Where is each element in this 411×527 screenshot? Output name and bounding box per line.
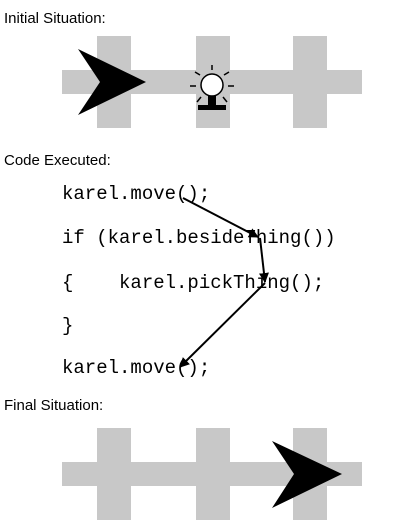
code-line: karel.move();: [62, 183, 211, 205]
avenue: [97, 428, 131, 520]
flow-arrow: [179, 282, 266, 368]
code-line: karel.move();: [62, 357, 211, 379]
code-line: }: [62, 315, 74, 337]
karel-robot-arrow-icon: [78, 49, 146, 115]
final-world: [62, 428, 362, 520]
code-line: { karel.pickThing();: [62, 272, 325, 294]
avenue: [196, 428, 230, 520]
avenue: [293, 36, 327, 128]
final-situation-heading: Final Situation:: [4, 397, 104, 414]
initial-world: [62, 36, 362, 128]
light-bulb-thing-icon: [190, 65, 234, 110]
initial-situation-heading: Initial Situation:: [4, 10, 106, 27]
karel-robot-arrow-icon: [272, 441, 342, 508]
code-executed-heading: Code Executed:: [4, 152, 111, 169]
code-line: if (karel.besideThing()): [62, 227, 336, 249]
